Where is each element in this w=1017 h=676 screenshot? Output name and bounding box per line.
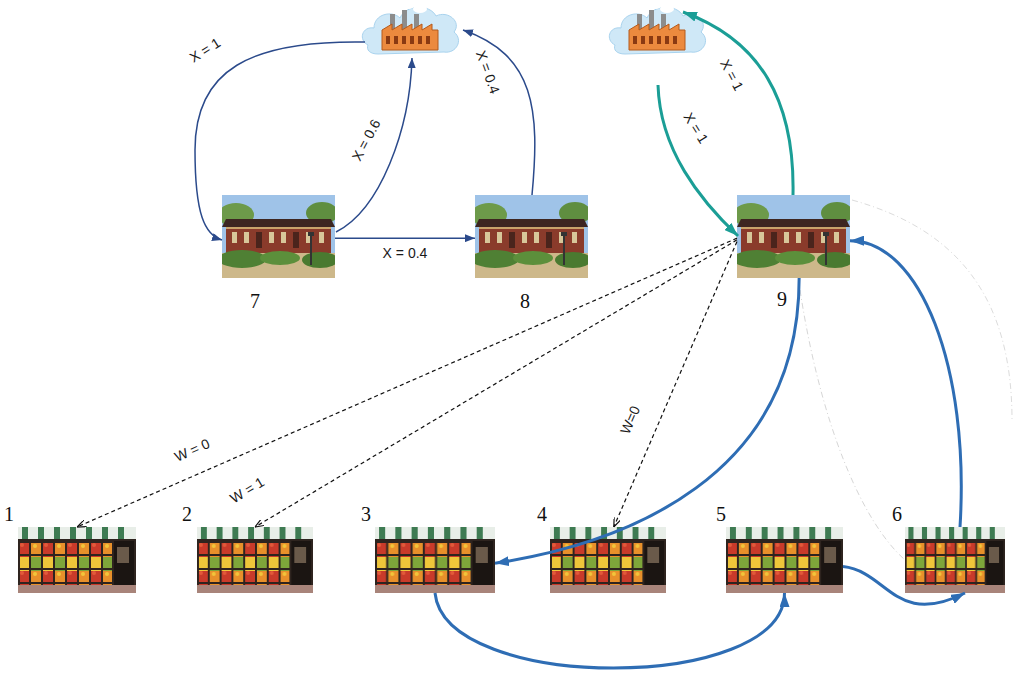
flow-connector (614, 241, 737, 527)
flow-line (336, 58, 412, 232)
edge-label: X = 0.4 (381, 245, 430, 261)
node-number: 3 (361, 503, 371, 525)
flow-line (683, 12, 793, 195)
shop-picture (905, 527, 1005, 593)
flow-connector (435, 593, 785, 668)
flow-line (658, 85, 738, 236)
shop-node: 3 (375, 527, 495, 593)
flow-connector (843, 567, 965, 605)
node-number: 1 (4, 503, 14, 525)
node-number: 9 (777, 288, 787, 310)
shop-picture (18, 527, 136, 593)
faint-line (852, 200, 1012, 420)
node-number: 4 (537, 503, 547, 525)
node-number: 6 (892, 503, 902, 525)
flow-connector (850, 241, 961, 527)
flow-label: X = 1 (679, 108, 712, 148)
shop-picture (375, 527, 495, 593)
station-picture (733, 195, 853, 278)
flow-connector (495, 278, 799, 563)
factory-icon (362, 1, 458, 54)
node-number: 2 (182, 503, 192, 525)
shop-picture (726, 527, 843, 593)
flow-connector (255, 240, 737, 527)
shop-node: 1 (18, 527, 136, 593)
station-node: 8 (475, 195, 588, 278)
shop-node: 5 (726, 527, 843, 593)
flow-label: X = 0.4 (472, 46, 504, 97)
flow-line (195, 42, 365, 240)
faint-line (800, 290, 905, 560)
flow-connector (335, 237, 475, 239)
node-number: 5 (716, 503, 726, 525)
node-number: 8 (520, 290, 530, 312)
station-picture (471, 195, 591, 278)
shop-node: 2 (197, 527, 313, 593)
flow-connector (77, 238, 737, 527)
shop-picture (197, 527, 313, 593)
flow-line (463, 30, 535, 195)
station-node: 7 (222, 195, 335, 278)
node-number: 7 (250, 290, 260, 312)
edge-label: W = 0 (170, 434, 214, 465)
shop-node: 4 (550, 527, 666, 593)
flow-label: X = 1 (716, 55, 748, 95)
edge-label: W=0 (616, 402, 644, 439)
flow-label: X = 0.6 (347, 115, 384, 166)
station-node: 9 (737, 195, 850, 278)
flow-label: X = 1 (185, 33, 225, 66)
shop-picture (550, 527, 666, 593)
factory-icon (609, 1, 705, 54)
station-picture (218, 195, 338, 278)
edge-label: W = 1 (225, 473, 268, 508)
shop-node: 6 (905, 527, 1005, 593)
